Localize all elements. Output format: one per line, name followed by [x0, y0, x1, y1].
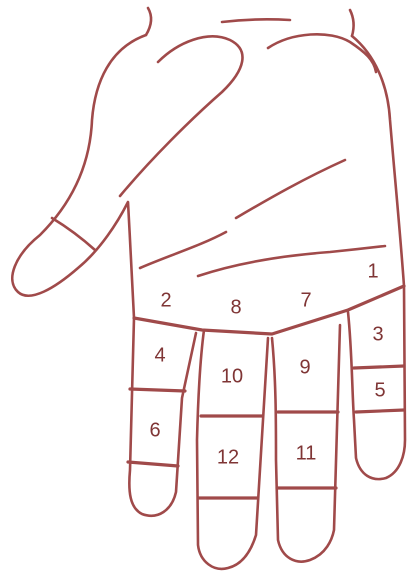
little-boundary-2	[356, 410, 404, 412]
zone-label-1: 1	[367, 260, 378, 282]
head-line	[236, 160, 345, 218]
index-boundary-1	[130, 389, 185, 391]
life-line-lower	[140, 232, 226, 268]
zone-label-7: 7	[300, 289, 311, 311]
little-boundary-1	[354, 366, 404, 368]
zone-label-8: 8	[230, 296, 241, 318]
wrist-line-center	[222, 19, 290, 22]
thumb-outline	[12, 35, 146, 318]
upper-palm-arc	[268, 34, 376, 72]
thenar-line	[120, 36, 242, 196]
fingers	[129, 286, 405, 569]
zone-label-5: 5	[374, 379, 385, 401]
wrist-line-left	[146, 8, 151, 35]
zone-label-9: 9	[299, 356, 310, 378]
zone-label-12: 12	[217, 446, 239, 468]
wrist-line-right	[350, 10, 354, 36]
index-boundary-2	[128, 462, 178, 466]
heart-line	[198, 246, 385, 276]
finger-base-line	[134, 286, 404, 334]
hand-outline	[12, 8, 404, 318]
zone-label-11: 11	[296, 442, 317, 464]
zone-label-3: 3	[372, 323, 383, 345]
zone-label-10: 10	[221, 365, 243, 387]
thumb-crease	[52, 218, 95, 250]
zone-label-6: 6	[149, 419, 160, 441]
zone-label-4: 4	[154, 344, 165, 366]
zone-label-2: 2	[160, 289, 171, 311]
